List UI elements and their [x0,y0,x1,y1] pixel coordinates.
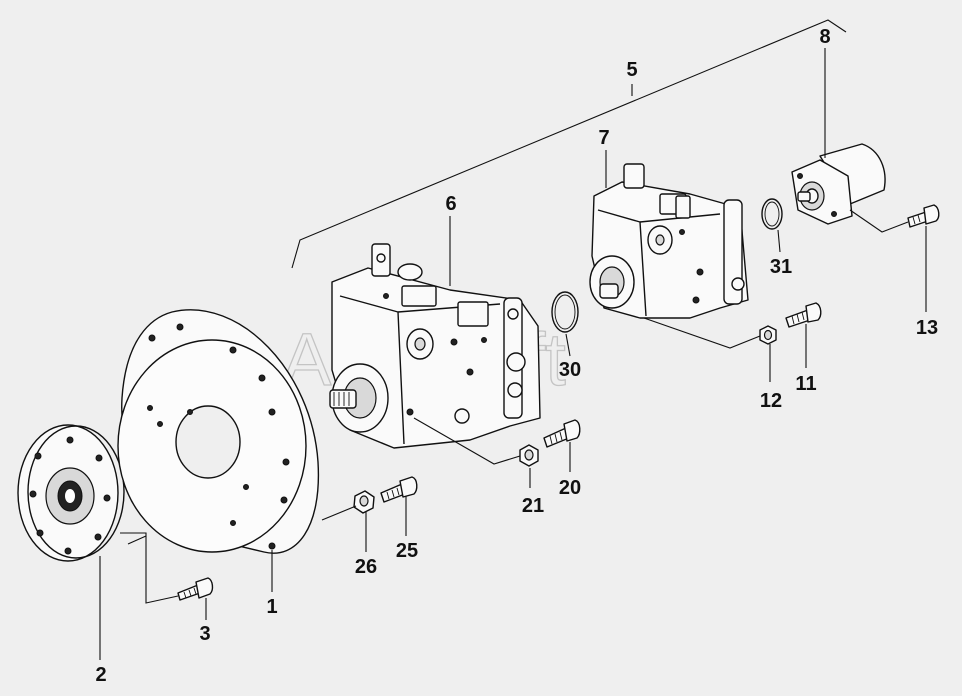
nut-part-26 [353,490,375,514]
callout-8: 8 [819,26,830,48]
callout-2: 2 [95,664,106,686]
callout-11: 11 [795,373,816,395]
callout-1: 1 [266,596,277,618]
main-pump-part-6 [329,243,541,449]
flywheel-housing-part-1 [117,309,320,554]
o-ring-part-30 [551,291,579,333]
assembly-lines [120,209,909,604]
o-ring-part-31 [761,198,783,230]
callout-labels: 2 1 3 26 25 6 5 7 8 30 21 20 12 11 31 13 [95,26,938,686]
leader-lines [99,48,927,660]
callout-21: 21 [522,495,544,517]
callout-26: 26 [355,556,377,578]
bolt-part-20 [543,419,581,448]
bolt-part-3 [177,577,214,601]
secondary-pump-part-7 [589,163,749,319]
callout-13: 13 [916,317,938,339]
callout-30: 30 [559,359,581,381]
bolt-part-25 [380,476,418,503]
assembly-bracket-5 [291,19,847,269]
callout-5: 5 [626,59,637,81]
callout-20: 20 [559,477,581,499]
coupling-plate-part-2 [17,424,125,562]
callout-6: 6 [445,193,456,215]
bolt-part-13 [907,204,940,228]
gear-pump-part-8 [791,143,886,225]
bolt-part-11 [785,302,822,328]
callout-31: 31 [770,256,792,278]
nut-part-21 [519,444,539,467]
nut-part-12 [759,325,777,345]
callout-3: 3 [199,623,210,645]
callout-25: 25 [396,540,418,562]
callout-12: 12 [760,390,782,412]
callout-7: 7 [598,127,609,149]
